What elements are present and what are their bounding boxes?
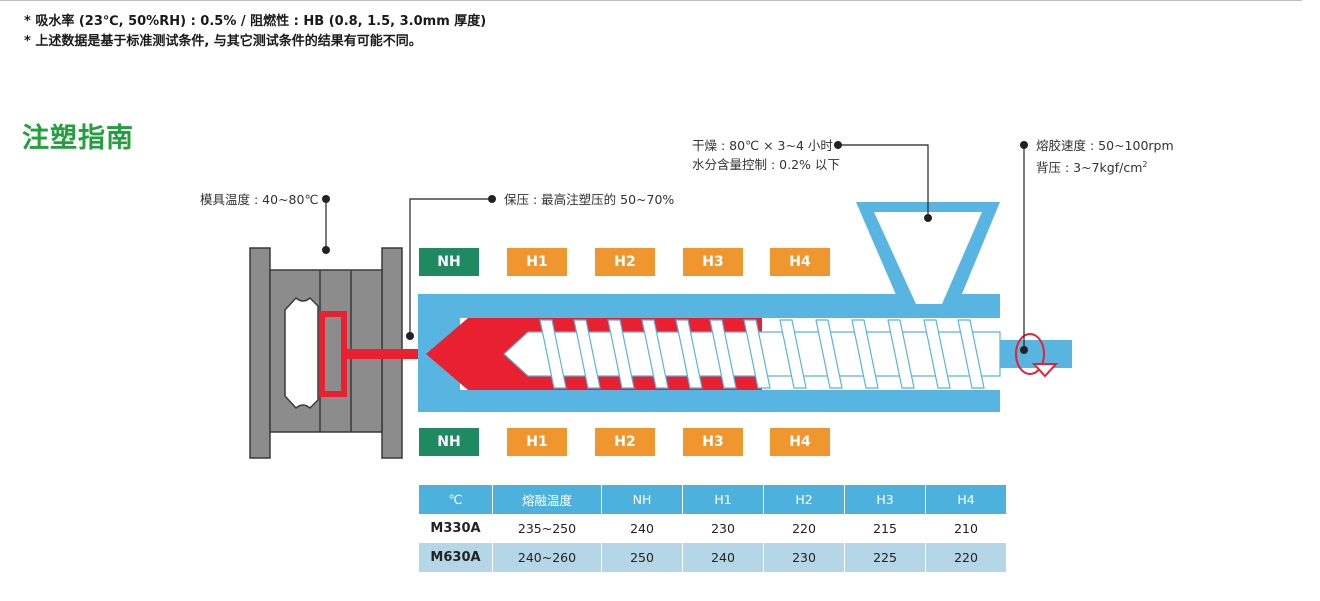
table-cell: 235~250 — [492, 514, 602, 543]
top-divider — [0, 0, 1302, 1]
zone-label-nh-bottom: NH — [419, 428, 479, 456]
table-header-cell: H2 — [763, 485, 845, 514]
zone-label-h3-bottom: H3 — [683, 428, 743, 456]
screw-settings-label: 熔胶速度 : 50~100rpm 背压 : 3~7kgf/cm2 — [1036, 136, 1174, 177]
section-title: 注塑指南 — [22, 123, 134, 154]
table-cell: 230 — [682, 514, 764, 543]
table-header-cell: NH — [601, 485, 683, 514]
zone-label-h4-top: H4 — [770, 248, 830, 276]
hopper — [856, 202, 1000, 318]
zone-label-h1-bottom: H1 — [507, 428, 567, 456]
mold-temperature-label: 模具温度 : 40~80℃ — [200, 192, 319, 207]
table-cell: 240 — [682, 543, 764, 572]
mold — [249, 247, 403, 459]
table-header-row: ℃ 熔融温度 NH H1 H2 H3 H4 — [419, 485, 1007, 514]
zone-label-h2-bottom: H2 — [595, 428, 655, 456]
table-cell: 240~260 — [492, 543, 602, 572]
table-row: M330A 235~250 240 230 220 215 210 — [419, 514, 1007, 543]
table-cell: 220 — [925, 543, 1007, 572]
temperature-table: ℃ 熔融温度 NH H1 H2 H3 H4 M330A 235~250 240 … — [419, 485, 1007, 572]
note-water-absorption: * 吸水率 (23℃, 50%RH) : 0.5% / 阻燃性 : HB (0.… — [24, 14, 487, 29]
sprue — [344, 349, 426, 359]
table-header-cell: 熔融温度 — [492, 485, 602, 514]
table-cell: 210 — [925, 514, 1007, 543]
table-cell: 230 — [763, 543, 845, 572]
table-header-cell: H3 — [844, 485, 926, 514]
table-cell: 220 — [763, 514, 845, 543]
table-cell: M330A — [419, 514, 493, 543]
table-header-cell: ℃ — [419, 485, 493, 514]
screw — [503, 319, 1001, 389]
table-cell: 240 — [601, 514, 683, 543]
leader-lines — [325, 144, 1025, 350]
table-cell: 250 — [601, 543, 683, 572]
holding-pressure-label: 保压 : 最高注塑压的 50~70% — [504, 192, 675, 207]
table-header-cell: H4 — [925, 485, 1007, 514]
table-cell: 215 — [844, 514, 926, 543]
zone-label-h2-top: H2 — [595, 248, 655, 276]
rotation-arrow-icon — [1015, 333, 1059, 378]
leader-dots — [322, 141, 1028, 354]
zone-label-h3-top: H3 — [683, 248, 743, 276]
table-cell: 225 — [844, 543, 926, 572]
screw-speed: 熔胶速度 : 50~100rpm — [1036, 138, 1174, 153]
table-row: M630A 240~260 250 240 230 225 220 — [419, 543, 1007, 572]
drying-label: 干燥 : 80℃ × 3~4 小时 水分含量控制 : 0.2% 以下 — [692, 136, 840, 174]
table-cell: M630A — [419, 543, 493, 572]
moisture-control: 水分含量控制 : 0.2% 以下 — [692, 157, 840, 172]
drying-condition: 干燥 : 80℃ × 3~4 小时 — [692, 138, 833, 153]
zone-label-h4-bottom: H4 — [770, 428, 830, 456]
back-pressure: 背压 : 3~7kgf/cm2 — [1036, 160, 1148, 176]
zone-label-nh-top: NH — [419, 248, 479, 276]
table-header-cell: H1 — [682, 485, 764, 514]
zone-label-h1-top: H1 — [507, 248, 567, 276]
note-test-conditions: * 上述数据是基于标准测试条件, 与其它测试条件的结果有可能不同。 — [24, 34, 422, 49]
